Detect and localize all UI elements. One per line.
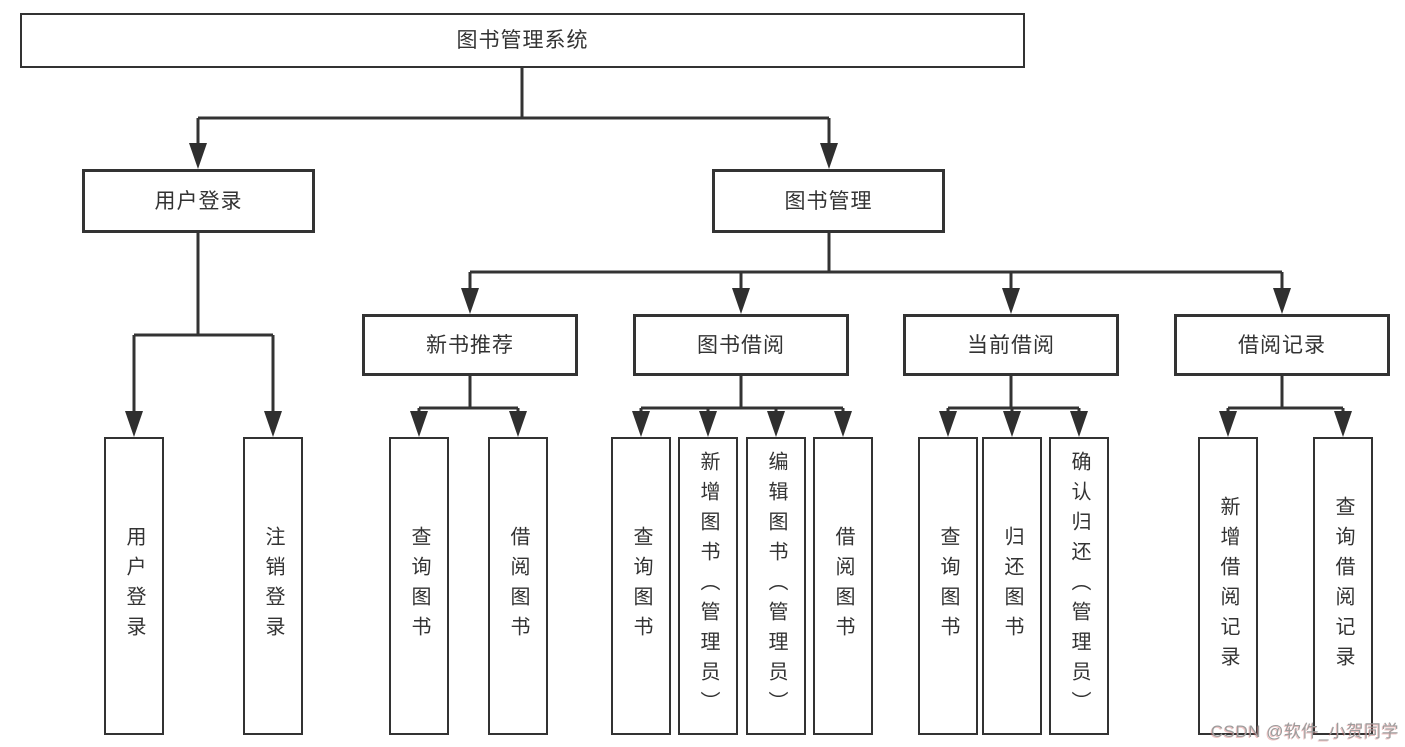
leaf-add-books-admin: 新增图书（管理员）	[678, 437, 738, 735]
leaf-return-books: 归还图书	[982, 437, 1042, 735]
node-library-management-system: 图书管理系统	[20, 13, 1025, 68]
leaf-borrow-books-borrowing: 借阅图书	[813, 437, 873, 735]
node-user-login: 用户登录	[82, 169, 315, 233]
leaf-query-books-borrowing: 查询图书	[611, 437, 671, 735]
leaf-query-books-current: 查询图书	[918, 437, 978, 735]
leaf-query-borrow-record: 查询借阅记录	[1313, 437, 1373, 735]
node-current-borrowing: 当前借阅	[903, 314, 1119, 376]
node-borrowing-records: 借阅记录	[1174, 314, 1390, 376]
leaf-confirm-return-admin: 确认归还（管理员）	[1049, 437, 1109, 735]
node-book-borrowing: 图书借阅	[633, 314, 849, 376]
leaf-borrow-books-recommendation: 借阅图书	[488, 437, 548, 735]
node-new-book-recommendation: 新书推荐	[362, 314, 578, 376]
leaf-logout: 注销登录	[243, 437, 303, 735]
leaf-add-borrow-record: 新增借阅记录	[1198, 437, 1258, 735]
leaf-edit-books-admin: 编辑图书（管理员）	[746, 437, 806, 735]
csdn-watermark: CSDN @软件_小贺同学	[1210, 722, 1399, 741]
node-book-management: 图书管理	[712, 169, 945, 233]
leaf-query-books-recommendation: 查询图书	[389, 437, 449, 735]
arrowheads	[125, 143, 1352, 437]
leaf-user-login: 用户登录	[104, 437, 164, 735]
